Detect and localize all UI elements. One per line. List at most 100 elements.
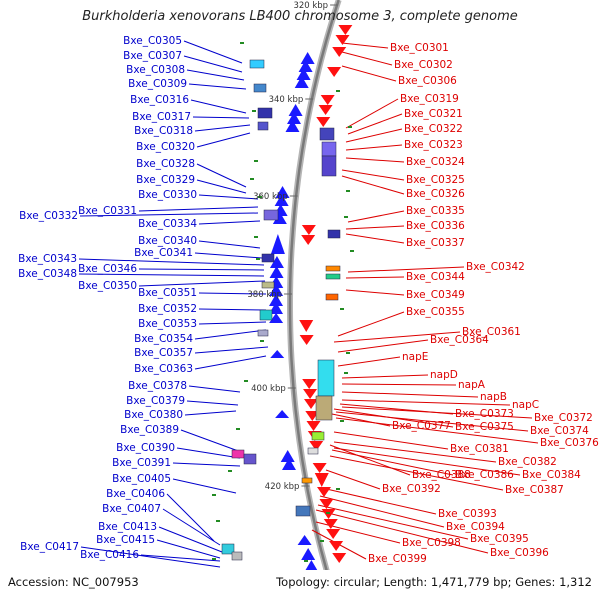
gene-label-right[interactable]: Bxe_C0393 <box>438 508 497 520</box>
leader-line <box>183 40 243 64</box>
gene-label-left[interactable]: Bxe_C0363 <box>134 363 193 375</box>
gene-label-right[interactable]: Bxe_C0394 <box>446 521 505 533</box>
gene-label-right[interactable]: Bxe_C0375 <box>455 421 514 433</box>
gene-label-left[interactable]: Bxe_C0328 <box>136 158 195 170</box>
gene-label-left[interactable]: Bxe_C0309 <box>128 78 187 90</box>
gene-label-left[interactable]: Bxe_C0380 <box>124 409 183 421</box>
gene-label-left[interactable]: Bxe_C0407 <box>102 503 161 515</box>
gene-label-right[interactable]: Bxe_C0374 <box>530 425 589 437</box>
gene-label-left[interactable]: Bxe_C0331 <box>78 205 137 217</box>
reverse-gene-arrow <box>303 389 318 399</box>
leader-line <box>138 280 266 287</box>
gene-label-right[interactable]: Bxe_C0398 <box>402 537 461 549</box>
gene-label-right[interactable]: Bxe_C0325 <box>406 174 465 186</box>
gene-label-left[interactable]: Bxe_C0379 <box>126 395 185 407</box>
gene-label-left[interactable]: Bxe_C0352 <box>138 303 197 315</box>
gene-label-right[interactable]: Bxe_C0302 <box>394 59 453 71</box>
gene-label-left[interactable]: Bxe_C0354 <box>134 333 193 345</box>
gene-label-left[interactable]: Bxe_C0405 <box>112 473 171 485</box>
forward-gene-arrow <box>294 76 309 88</box>
gene-label-left[interactable]: Bxe_C0350 <box>78 280 137 292</box>
gene-label-right[interactable]: Bxe_C0324 <box>406 156 465 168</box>
gene-label-left[interactable]: Bxe_C0351 <box>138 287 197 299</box>
gene-label-right[interactable]: napD <box>430 369 458 381</box>
gene-label-left[interactable]: Bxe_C0332 <box>19 210 78 222</box>
gene-label-left[interactable]: Bxe_C0318 <box>134 125 193 137</box>
gene-label-left[interactable]: Bxe_C0305 <box>123 35 182 47</box>
gene-label-right[interactable]: Bxe_C0335 <box>406 205 465 217</box>
gene-label-right[interactable]: Bxe_C0342 <box>466 261 525 273</box>
gene-label-right[interactable]: Bxe_C0392 <box>382 483 441 495</box>
gene-label-right[interactable]: Bxe_C0322 <box>404 123 463 135</box>
gene-label-right[interactable]: napB <box>480 391 507 403</box>
gene-label-left[interactable]: Bxe_C0330 <box>138 189 197 201</box>
leader-line <box>180 429 242 453</box>
rna-feature-mark <box>250 178 254 180</box>
gene-label-right[interactable]: Bxe_C0337 <box>406 237 465 249</box>
gene-label-left[interactable]: Bxe_C0353 <box>138 318 197 330</box>
gene-label-right[interactable]: napE <box>402 351 428 363</box>
gene-label-left[interactable]: Bxe_C0378 <box>128 380 187 392</box>
gene-label-left[interactable]: Bxe_C0340 <box>138 235 197 247</box>
gene-label-left[interactable]: Bxe_C0417 <box>20 541 79 553</box>
gene-label-left[interactable]: Bxe_C0317 <box>132 111 191 123</box>
gene-label-left[interactable]: Bxe_C0334 <box>138 218 197 230</box>
gene-label-right[interactable]: Bxe_C0319 <box>400 93 459 105</box>
gene-label-right[interactable]: Bxe_C0355 <box>406 306 465 318</box>
forward-gene-arrow <box>269 313 284 323</box>
gene-label-right[interactable]: Bxe_C0388 <box>412 469 471 481</box>
reverse-gene-arrow <box>299 320 314 332</box>
forward-gene-arrow <box>275 186 290 198</box>
gene-label-left[interactable]: Bxe_C0346 <box>78 263 137 275</box>
gene-label-right[interactable]: Bxe_C0382 <box>498 456 557 468</box>
gene-label-right[interactable]: Bxe_C0306 <box>398 75 457 87</box>
gene-label-left[interactable]: Bxe_C0416 <box>80 549 139 561</box>
gene-label-right[interactable]: Bxe_C0301 <box>390 42 449 54</box>
gene-label-right[interactable]: napC <box>512 399 539 411</box>
gene-label-left[interactable]: Bxe_C0308 <box>126 64 185 76</box>
gene-label-right[interactable]: napA <box>458 379 486 391</box>
gene-label-left[interactable]: Bxe_C0348 <box>18 268 77 280</box>
gene-label-right[interactable]: Bxe_C0336 <box>406 220 465 232</box>
gene-label-left[interactable]: Bxe_C0307 <box>123 50 182 62</box>
forward-gene-arrow <box>269 284 284 296</box>
gene-feature-block <box>221 543 235 555</box>
gene-label-right[interactable]: Bxe_C0384 <box>522 469 581 481</box>
gene-label-right[interactable]: Bxe_C0349 <box>406 289 465 301</box>
gene-label-right[interactable]: Bxe_C0376 <box>540 437 599 449</box>
gene-label-left[interactable]: Bxe_C0320 <box>136 141 195 153</box>
gene-label-right[interactable]: Bxe_C0326 <box>406 188 465 200</box>
leader-line <box>198 292 267 295</box>
gene-label-right[interactable]: Bxe_C0373 <box>455 408 514 420</box>
gene-label-left[interactable]: Bxe_C0316 <box>130 94 189 106</box>
gene-label-left[interactable]: Bxe_C0391 <box>112 457 171 469</box>
gene-label-left[interactable]: Bxe_C0357 <box>134 347 193 359</box>
gene-label-right[interactable]: Bxe_C0381 <box>450 443 509 455</box>
rna-feature-mark <box>244 380 248 382</box>
gene-label-left[interactable]: Bxe_C0390 <box>116 442 175 454</box>
forward-gene-arrow <box>270 234 285 254</box>
gene-label-left[interactable]: Bxe_C0389 <box>120 424 179 436</box>
gene-label-right[interactable]: Bxe_C0372 <box>534 412 593 424</box>
leader-line <box>345 225 405 230</box>
gene-label-left[interactable]: Bxe_C0415 <box>96 534 155 546</box>
gene-label-right[interactable]: Bxe_C0361 <box>462 326 521 338</box>
gene-label-right[interactable]: Bxe_C0377 <box>392 420 451 432</box>
gene-label-left[interactable]: Bxe_C0406 <box>106 488 165 500</box>
gene-label-left[interactable]: Bxe_C0413 <box>98 521 157 533</box>
gene-label-right[interactable]: Bxe_C0323 <box>404 139 463 151</box>
gene-label-right[interactable]: Bxe_C0321 <box>404 108 463 120</box>
gene-label-left[interactable]: Bxe_C0341 <box>134 247 193 259</box>
gene-label-right[interactable]: Bxe_C0399 <box>368 553 427 565</box>
gene-label-right[interactable]: Bxe_C0364 <box>430 334 489 346</box>
gene-label-right[interactable]: Bxe_C0395 <box>470 533 529 545</box>
leader-line <box>333 331 461 343</box>
leader-line <box>333 408 454 428</box>
gene-label-left[interactable]: Bxe_C0343 <box>18 253 77 265</box>
rna-feature-mark <box>256 258 260 260</box>
gene-label-right[interactable]: Bxe_C0386 <box>455 469 514 481</box>
gene-label-right[interactable]: Bxe_C0387 <box>505 484 564 496</box>
gene-label-right[interactable]: Bxe_C0396 <box>490 547 549 559</box>
gene-label-right[interactable]: Bxe_C0344 <box>406 271 465 283</box>
gene-label-left[interactable]: Bxe_C0329 <box>136 174 195 186</box>
